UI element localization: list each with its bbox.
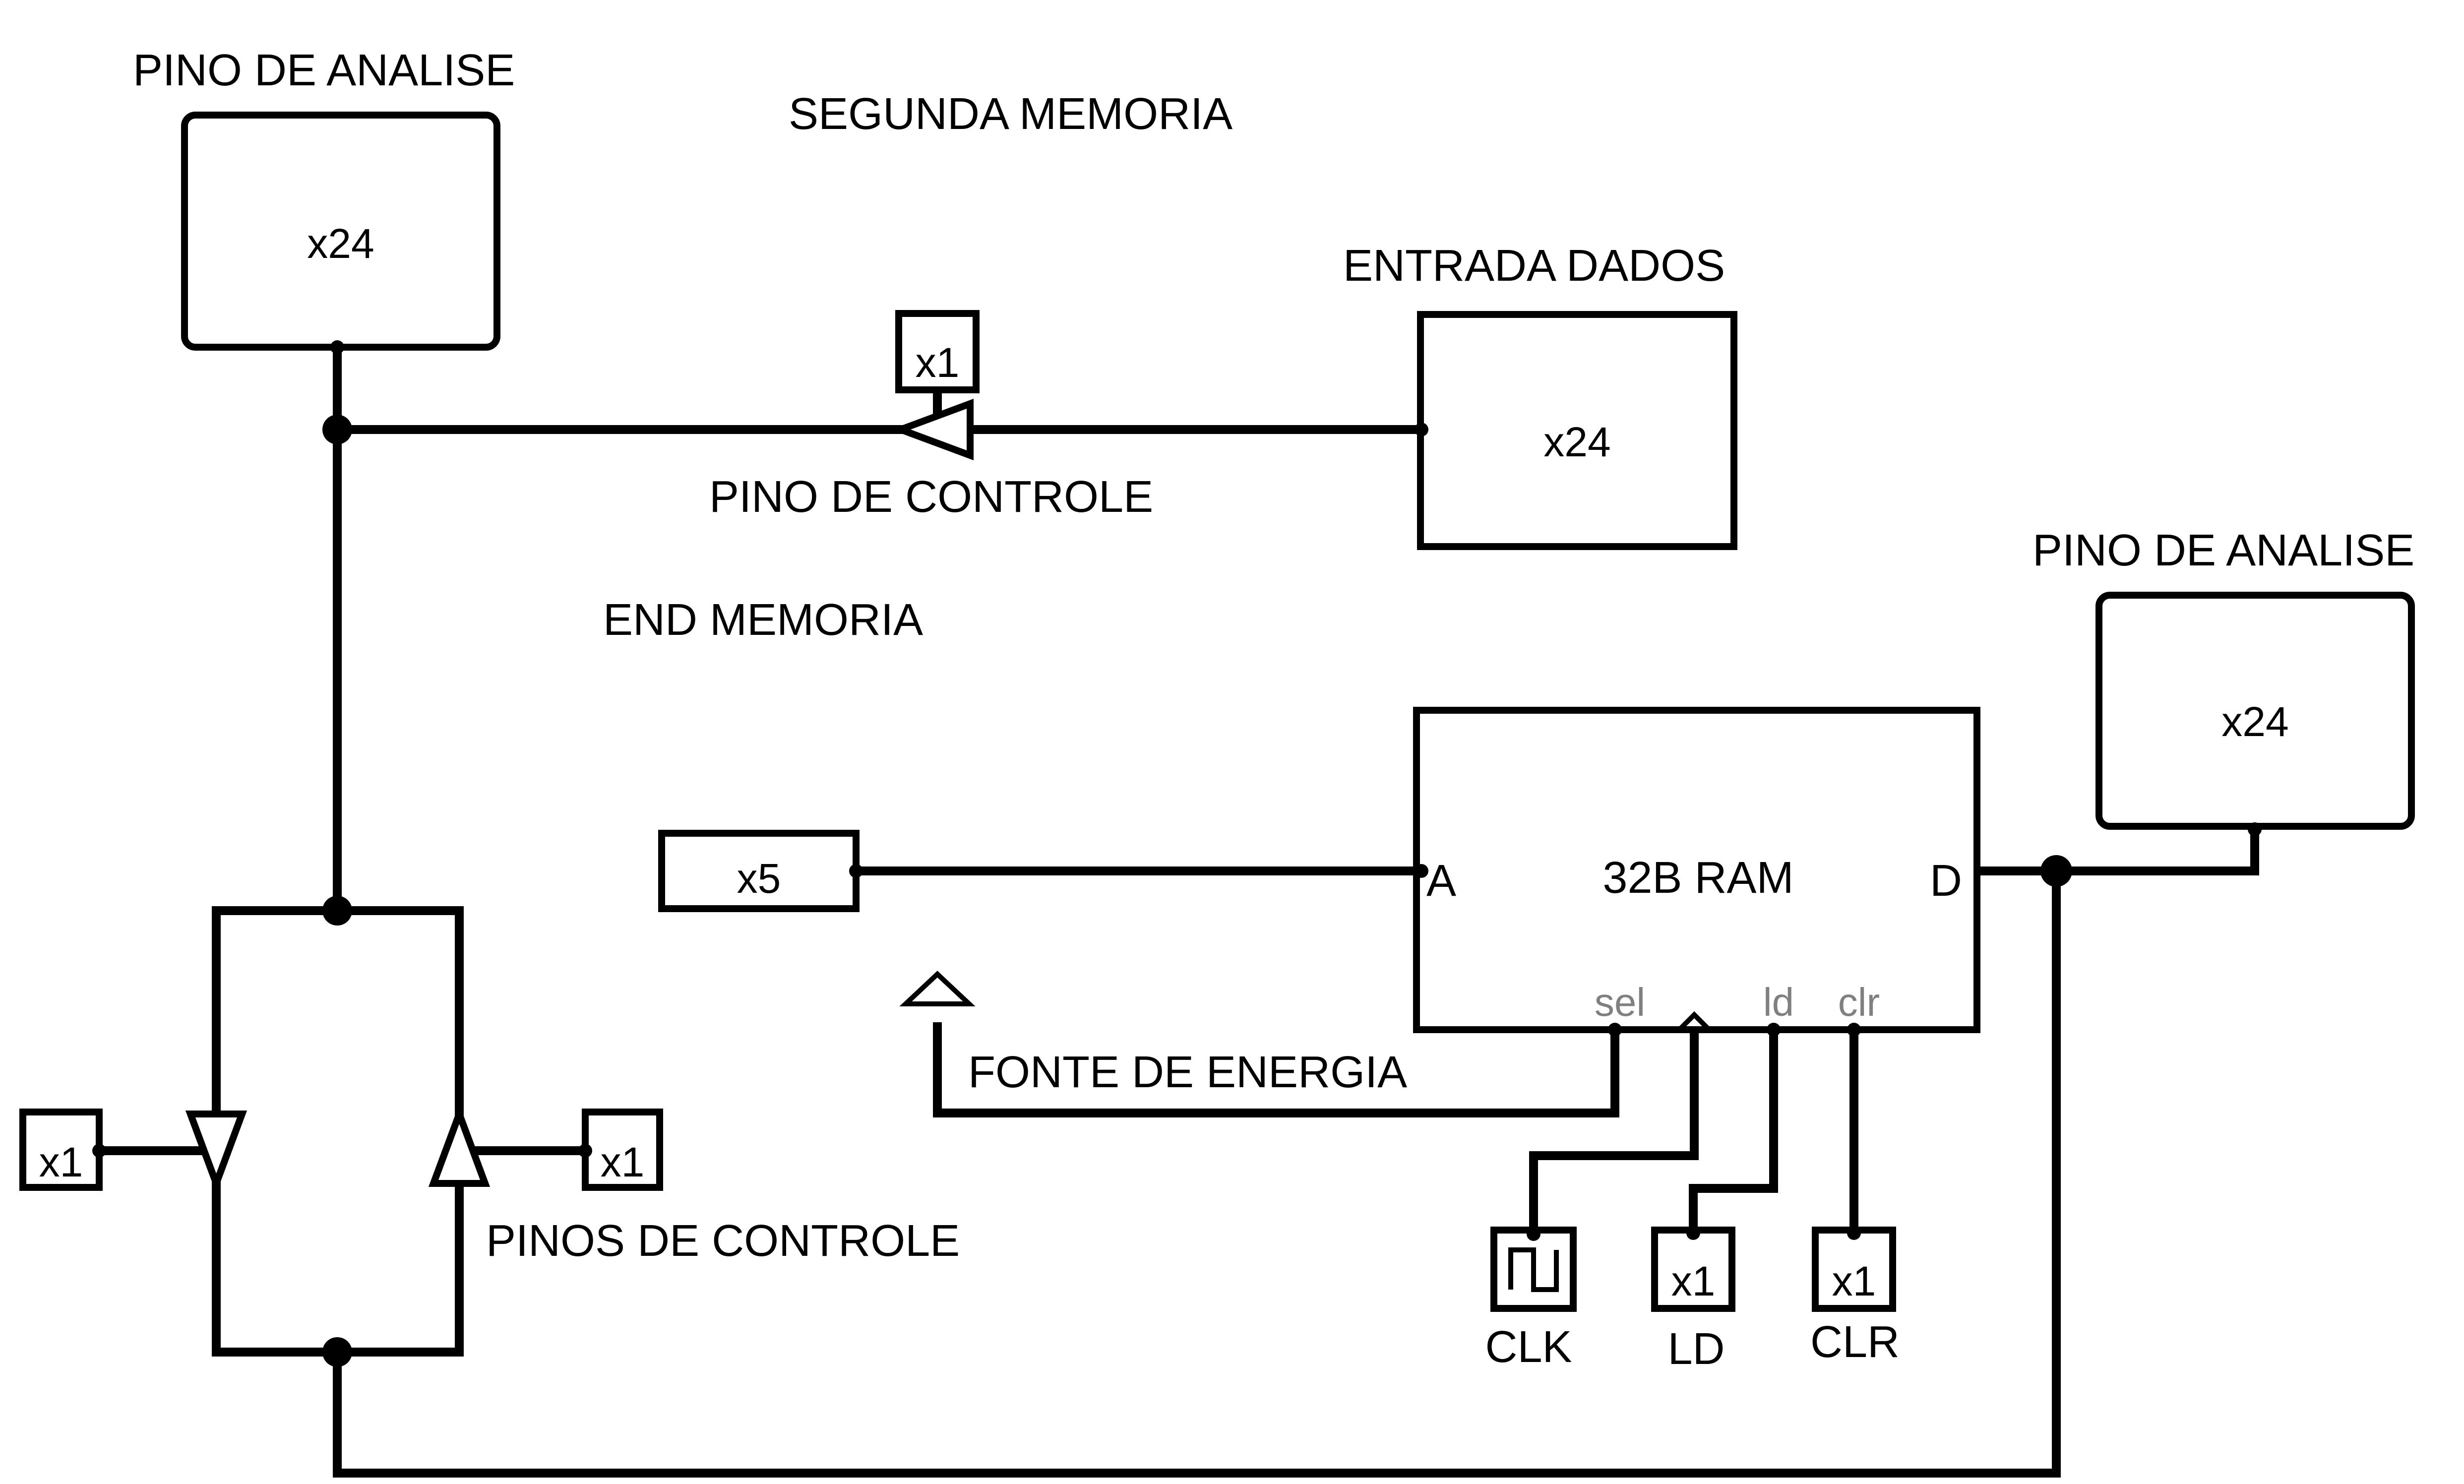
wire-d-output — [1972, 825, 2259, 875]
analise-top-box-label: x24 — [307, 220, 374, 267]
buffer-down-icon — [185, 1111, 247, 1194]
ctrl-right-box-label: x1 — [601, 1139, 645, 1185]
wire-clock — [1529, 1025, 1699, 1238]
address-box — [658, 830, 860, 912]
pin-analise-right — [2248, 822, 2262, 836]
pin-ld-input — [1686, 1226, 1700, 1240]
ram-clock-icon — [1677, 1011, 1711, 1032]
ram-pin-d: D — [1930, 856, 1962, 906]
pin-ram-ld — [1767, 1023, 1781, 1037]
ram-block — [1413, 707, 1980, 1033]
ram-pin-a: A — [1426, 856, 1456, 906]
junction-d-output — [2040, 855, 2072, 887]
wire-bottom-return — [333, 866, 2061, 1478]
buffer-top-icon — [890, 398, 974, 461]
entrada-dados-box-label: x24 — [1543, 419, 1610, 465]
address-box-label: x5 — [737, 855, 781, 902]
controle-top-box — [895, 310, 980, 393]
label-clr: CLR — [1810, 1317, 1900, 1367]
analise-right-box-label: x24 — [2221, 698, 2288, 745]
power-source-icon — [899, 971, 976, 1006]
ctrl-left-box-label: x1 — [39, 1139, 83, 1185]
pin-analise-top — [330, 340, 344, 354]
label-pinos-controle: PINOS DE CONTROLE — [486, 1216, 960, 1266]
label-pino-controle: PINO DE CONTROLE — [709, 472, 1153, 522]
wire-power-sel — [933, 1022, 1619, 1117]
junction-block-bottom — [322, 1337, 352, 1367]
buffer-up-icon — [428, 1104, 491, 1187]
ram-title: 32B RAM — [1602, 853, 1793, 903]
label-segunda-memoria: SEGUNDA MEMORIA — [789, 89, 1232, 139]
label-pino-analise-right: PINO DE ANALISE — [2033, 526, 2414, 575]
junction-block-top — [322, 896, 352, 926]
ram-pin-ld: ld — [1763, 980, 1794, 1024]
ram-pin-clr: clr — [1838, 980, 1880, 1024]
wire-ld — [1689, 1025, 1778, 1237]
wire-buffer-block — [212, 906, 464, 1357]
pin-ram-clr — [1847, 1023, 1861, 1037]
label-fonte-energia: FONTE DE ENERGIA — [968, 1048, 1407, 1097]
pin-ram-a — [1415, 864, 1428, 878]
pin-clock — [1527, 1227, 1540, 1241]
controle-top-box-label: x1 — [916, 339, 960, 386]
pin-address — [849, 864, 863, 878]
entrada-dados-box — [1417, 311, 1737, 550]
label-end-memoria: END MEMORIA — [603, 595, 923, 645]
pin-entrada-dados — [1415, 423, 1428, 436]
label-entrada-dados: ENTRADA DADOS — [1343, 241, 1725, 291]
pin-ctrl-right — [578, 1144, 592, 1158]
label-clk: CLK — [1485, 1322, 1572, 1372]
pin-clr-input — [1847, 1226, 1861, 1240]
ld-input-box-label: x1 — [1671, 1258, 1716, 1304]
ram-pin-sel: sel — [1595, 980, 1645, 1024]
pin-ctrl-left — [92, 1144, 106, 1158]
clr-input-box — [1812, 1227, 1896, 1312]
pin-ram-sel — [1608, 1023, 1622, 1037]
clr-input-box-label: x1 — [1832, 1258, 1876, 1304]
clock-wave-icon — [1508, 1247, 1559, 1292]
label-ld: LD — [1667, 1324, 1725, 1374]
junction-top — [322, 415, 352, 444]
label-pino-analise-top: PINO DE ANALISE — [133, 46, 515, 95]
